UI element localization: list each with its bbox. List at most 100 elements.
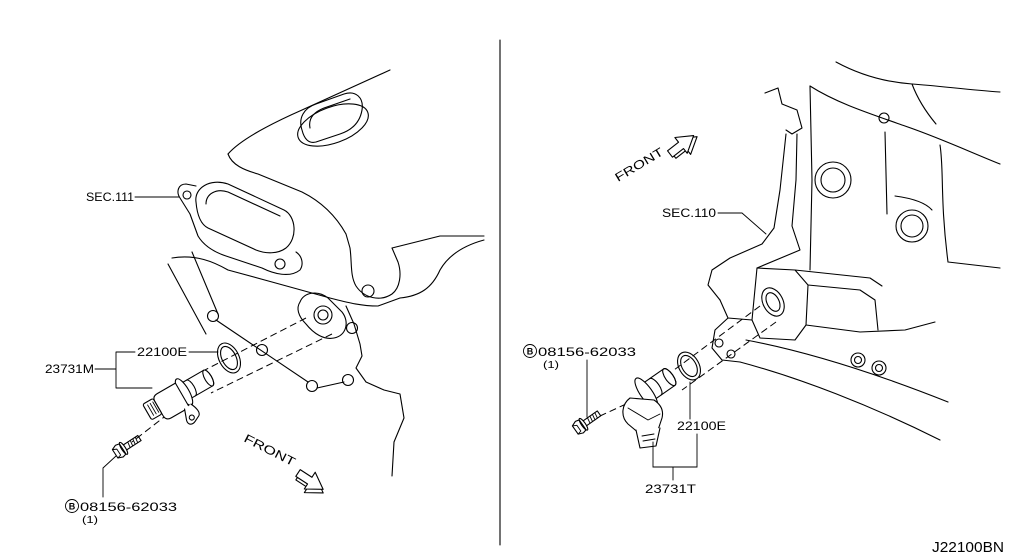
assembly-axis-line — [673, 305, 761, 371]
bolt-marker-letter: B — [69, 502, 76, 512]
cylinder-block-right — [707, 61, 1001, 441]
bracket-bolt-hole — [726, 349, 736, 359]
bolt-part-label: 08156-62033 — [80, 500, 177, 514]
block-lower-edge — [215, 319, 309, 383]
core-plug-inner — [820, 167, 846, 193]
bracket-bolt-hole — [714, 338, 724, 348]
valve-cover-top-edge — [227, 69, 391, 155]
flange-bolt-hole — [182, 190, 192, 200]
assembly-axis-lines-left — [131, 317, 333, 443]
bolt-marker-circle — [65, 499, 79, 513]
sensor-assembly-bracket — [652, 433, 698, 481]
sensor-connector — [635, 427, 661, 449]
oil-filler-cap — [300, 92, 363, 143]
block-front-edge — [707, 133, 787, 301]
bolt-threads — [127, 436, 139, 449]
sensor-mounting-boss — [297, 292, 347, 339]
sensor-bore-inner — [765, 292, 781, 312]
block-top-curve — [809, 85, 1001, 165]
head-right-face — [345, 233, 485, 299]
oil-filler-neck — [297, 103, 369, 147]
rail-bolt-outer — [850, 352, 866, 368]
bolt-threads — [587, 412, 598, 424]
block-bolt — [206, 309, 220, 323]
oil-pan-rail-upper — [745, 339, 949, 403]
cam-end-cap-edge — [205, 190, 281, 217]
section-ref-label: SEC.110 — [662, 206, 716, 220]
block-rib-lower — [894, 195, 933, 211]
sensor-assembly-bracket — [94, 351, 153, 389]
o-ring-outer — [676, 351, 702, 381]
front-arrow-body — [666, 134, 695, 158]
o-ring-outer — [216, 342, 242, 374]
bolt-leader — [102, 455, 117, 498]
bolt-washer — [118, 441, 129, 455]
bolt-shank — [123, 434, 142, 451]
camshaft-position-sensor-right — [622, 368, 677, 449]
cylinder-block-left — [167, 251, 405, 477]
sensor-tip — [662, 368, 677, 387]
sensor-boss-housing — [751, 267, 809, 341]
o-ring-part-label: 22100E — [677, 419, 726, 433]
block-front-inner-edge — [756, 133, 801, 269]
connector-ribs — [641, 433, 656, 442]
bolt-quantity-label: (1) — [543, 360, 559, 371]
left-view: SEC.111 22100E 23731M B 08156-62033 (1) … — [45, 69, 485, 526]
o-ring-part-label: 22100E — [137, 345, 187, 359]
bolt-quantity-label: (1) — [82, 515, 98, 526]
sensor-bore-inner — [317, 309, 329, 321]
flange-bolt-hole — [274, 258, 286, 270]
bracket-middle-edge — [807, 284, 879, 331]
bolt-part-label: 08156-62033 — [538, 345, 636, 359]
bolt-washer — [578, 417, 589, 431]
sensor-groove — [649, 377, 663, 396]
bolt-marker-circle — [523, 344, 537, 358]
head-flange — [177, 183, 303, 276]
front-arrow-icon — [666, 134, 698, 159]
bracket-lower-edge — [805, 321, 936, 333]
section-ref-leader — [717, 212, 767, 235]
o-ring-left — [216, 342, 242, 374]
block-small-hole — [878, 112, 890, 124]
bracket-upper-edge — [794, 269, 883, 287]
block-bolt — [305, 379, 319, 393]
o-ring-inner — [680, 354, 698, 378]
core-plug-outer — [895, 209, 929, 243]
cam-end-cap — [195, 181, 295, 254]
head-parting-line — [171, 256, 401, 307]
bolt-right — [571, 410, 602, 435]
sensor-part-label: 23731M — [45, 362, 94, 376]
block-right-edge — [939, 144, 1001, 269]
block-left-wall — [167, 263, 207, 335]
assembly-axis-line — [131, 413, 169, 443]
sensor-bore — [761, 287, 785, 317]
sensor-connector — [142, 398, 162, 420]
oil-filler-cap-ridge — [309, 98, 351, 129]
valve-cover-front-edge — [227, 153, 347, 235]
block-right-face — [345, 305, 405, 477]
sensor-bore-outer — [313, 305, 333, 325]
assembly-axis-line — [681, 321, 777, 391]
oil-pan-rail-lower — [739, 361, 941, 441]
head-top-detail — [911, 83, 937, 125]
head-boss-hole — [361, 284, 375, 298]
core-plug-inner — [900, 214, 924, 238]
cylinder-head-left — [171, 69, 485, 307]
bracket-flange — [711, 299, 753, 363]
block-lower-edge — [316, 381, 345, 389]
sensor-head — [153, 382, 190, 420]
core-plug-outer — [814, 161, 852, 199]
sensor-tip — [202, 369, 215, 387]
sensor-groove — [185, 379, 197, 397]
camshaft-position-sensor-left — [142, 369, 215, 425]
block-bolt — [341, 373, 355, 387]
block-rib — [884, 131, 888, 215]
block-side-edge — [809, 85, 813, 271]
block-bolt — [255, 343, 269, 357]
rail-bolt-inner — [874, 363, 884, 373]
section-ref-label: SEC.111 — [86, 190, 134, 204]
rail-bolt-outer — [871, 360, 887, 376]
sensor-head-edge — [627, 407, 661, 421]
head-top-curve — [835, 61, 1001, 93]
